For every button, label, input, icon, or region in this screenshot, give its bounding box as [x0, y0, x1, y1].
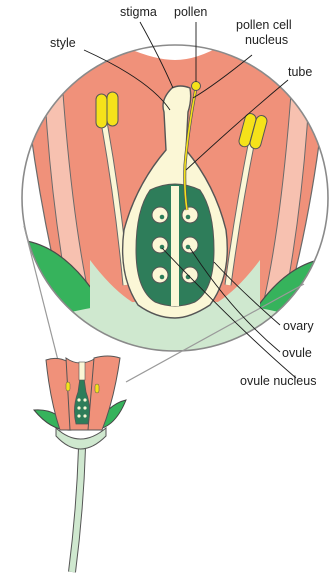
label-stigma: stigma	[120, 5, 157, 19]
anther-left-b	[107, 92, 118, 126]
small-flower	[34, 356, 126, 572]
ovule-1	[152, 207, 168, 223]
ovule-4	[182, 237, 198, 253]
label-tube: tube	[288, 65, 312, 79]
small-receptacle	[56, 428, 106, 449]
ovule-nucleus-2	[186, 215, 191, 220]
ovule-6	[182, 267, 198, 283]
ovule-nucleus-1	[160, 215, 165, 220]
label-ovary: ovary	[283, 319, 314, 333]
ovule-2	[182, 207, 198, 223]
small-anther-left	[66, 382, 70, 391]
label-pollen-cell-line1: pollen cell	[236, 18, 292, 32]
anther-left-a	[96, 94, 107, 128]
label-pollen-cell-line2: nucleus	[245, 33, 288, 47]
ovary-septum	[171, 186, 179, 306]
ovule-3	[152, 237, 168, 253]
label-pollen: pollen	[174, 5, 207, 19]
ovule-5	[152, 267, 168, 283]
label-ovule-nucleus: ovule nucleus	[240, 374, 316, 388]
label-style: style	[50, 36, 76, 50]
label-ovule: ovule	[282, 346, 312, 360]
small-style	[79, 362, 85, 380]
small-anther-right	[95, 384, 99, 393]
ovule-nucleus-5	[160, 275, 165, 280]
magnified-view	[20, 40, 330, 360]
ovule-nucleus-4	[186, 245, 191, 250]
pollen-grain	[192, 82, 201, 91]
